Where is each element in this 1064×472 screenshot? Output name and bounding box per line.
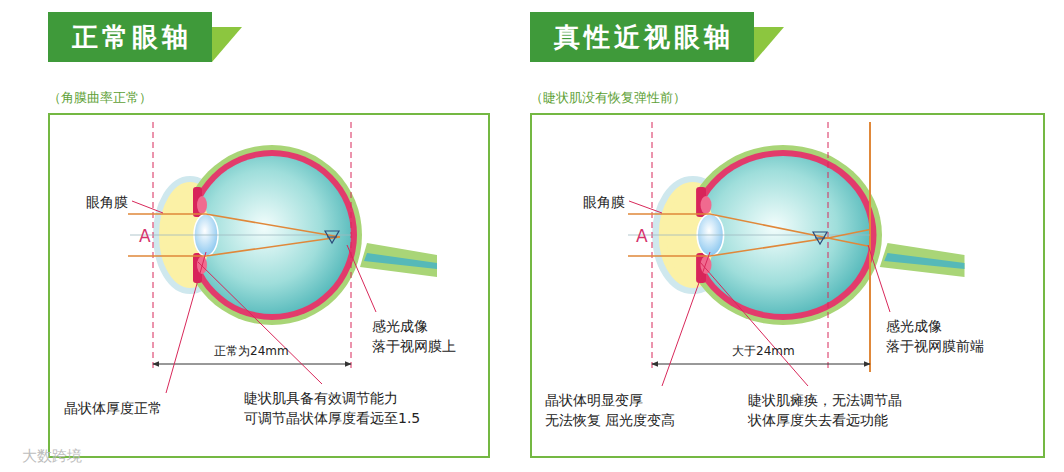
part-label: 眼角膜: [86, 192, 128, 212]
myopic-eye-part: [628, 214, 870, 247]
panel-title: 正常眼轴: [48, 12, 192, 62]
normal-eye-part: [198, 262, 322, 384]
normal-eye-part: [130, 235, 351, 236]
panel-subtitle: （睫状肌没有恢复弹性前）: [530, 89, 686, 107]
title-banner: 正常眼轴: [48, 12, 242, 62]
normal-eye-part: [351, 122, 352, 372]
myopic-eye-part: [662, 252, 710, 386]
normal-eye-part: [132, 201, 163, 213]
myopic-eye-part: [628, 235, 870, 236]
note: 睫状肌瘫痪，无法调节晶 状体厚度失去看远功能: [748, 390, 916, 431]
banner-tail: [754, 27, 784, 62]
note: 感光成像 落于视网膜上: [372, 316, 480, 357]
myopic-eye-part: [652, 122, 653, 372]
banner-body: [48, 12, 212, 62]
normal-eye-part: [153, 122, 154, 372]
part-label: 晶状体厚度正常: [64, 398, 162, 418]
myopic-eye-part: [629, 201, 662, 213]
watermark: 大数跨境: [22, 446, 82, 468]
myopic-eye-part: [813, 232, 827, 244]
myopic-eye-part: [700, 262, 808, 386]
normal-eye-part: [347, 245, 376, 312]
dimension-letter: A: [139, 224, 151, 249]
dimension-letter: A: [636, 224, 648, 249]
note: 睫状肌具备有效调节能力 可调节晶状体厚度看远至1.5: [244, 388, 432, 429]
note: 感光成像 落于视网膜前端: [886, 316, 1010, 357]
panel-title: 真性近视眼轴: [530, 12, 734, 62]
myopic-eye-part: [828, 122, 829, 372]
myopic-eye-part: [868, 245, 890, 312]
dimension-label: 正常为24mm: [214, 343, 289, 360]
panel-subtitle: （角膜曲率正常）: [48, 89, 152, 107]
banner-tail: [212, 27, 242, 62]
part-label: 眼角膜: [583, 192, 625, 212]
normal-eye-part: [166, 252, 206, 393]
normal-eye-part: [325, 231, 339, 243]
myopic-eye-part: [652, 364, 870, 365]
dimension-label: 大于24mm: [732, 343, 795, 360]
myopic-eye-part: [628, 230, 870, 257]
normal-eye-part: [153, 364, 351, 365]
banner-body: [530, 12, 754, 62]
note: 晶状体明显变厚 无法恢复 屈光度变高: [545, 390, 697, 431]
normal-eye-part: [128, 237, 340, 256]
title-banner: 真性近视眼轴: [530, 12, 784, 62]
normal-eye-part: [128, 214, 340, 237]
